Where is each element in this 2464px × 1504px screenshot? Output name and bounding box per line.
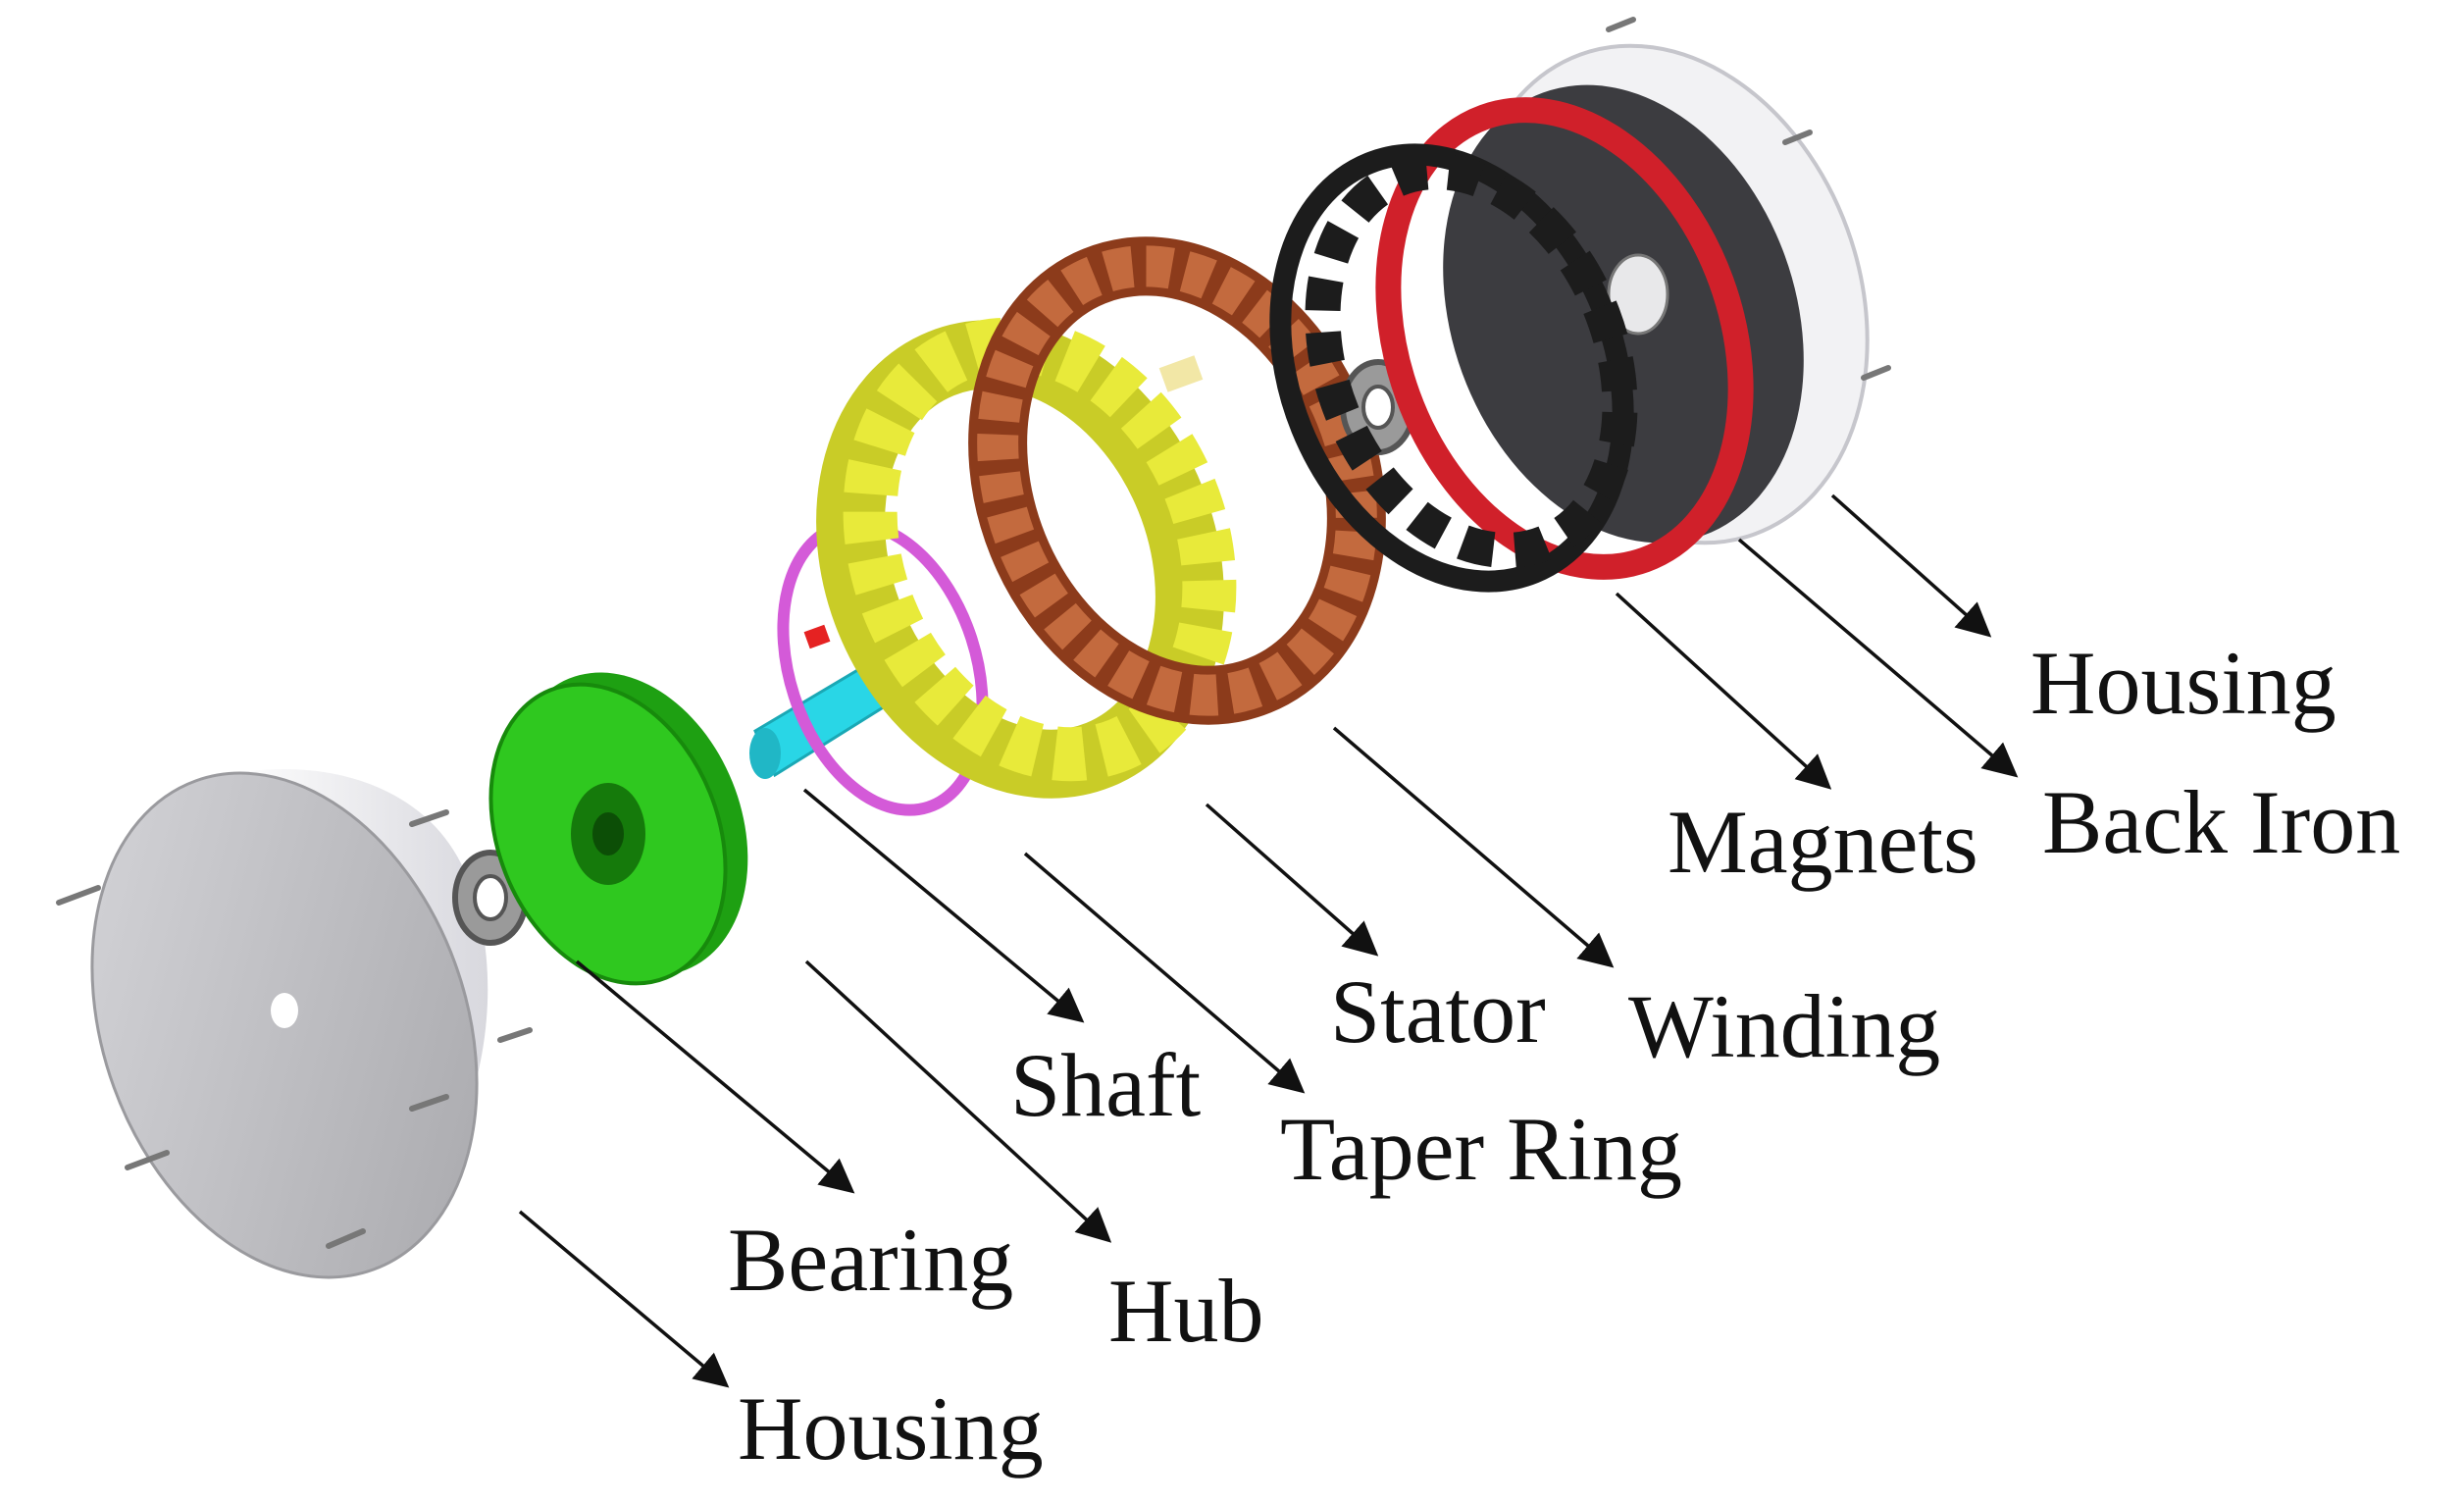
rear-housing-screws xyxy=(1606,17,1891,381)
label-winding: Winding xyxy=(1628,976,1941,1076)
label-housing-front: Housing xyxy=(738,1378,1044,1478)
label-housing-rear: Housing xyxy=(2030,633,2336,733)
front-housing xyxy=(56,769,533,1279)
leader-arrows xyxy=(518,493,2019,1388)
hub xyxy=(488,672,748,986)
label-hub: Hub xyxy=(1108,1261,1264,1361)
label-magnets: Magnets xyxy=(1668,792,1978,892)
arrow-hub xyxy=(804,959,1112,1243)
arrow-taper-ring xyxy=(1023,852,1306,1094)
arrow-shaft xyxy=(802,788,1085,1023)
rear-housing xyxy=(1443,17,1891,545)
back-iron xyxy=(1375,97,1754,580)
front-housing-center-hole xyxy=(271,993,298,1028)
magnets-segments xyxy=(1305,154,1638,568)
arrow-magnets xyxy=(1615,592,1832,790)
arrow-housing-rear xyxy=(1830,493,1992,638)
arrow-back-iron xyxy=(1737,538,2019,778)
front-housing-screws xyxy=(56,809,533,1249)
arrow-bearing xyxy=(575,959,855,1194)
label-bearing: Bearing xyxy=(728,1210,1014,1310)
label-taper-ring: Taper Ring xyxy=(1280,1099,1683,1199)
arrow-housing-front xyxy=(518,1210,730,1388)
arrow-stator xyxy=(1205,803,1379,957)
label-back-iron: Back Iron xyxy=(2042,772,2401,872)
label-shaft: Shaft xyxy=(1010,1035,1202,1135)
label-stator: Stator xyxy=(1330,961,1546,1062)
stator xyxy=(816,317,1237,799)
arrow-winding xyxy=(1332,726,1615,968)
